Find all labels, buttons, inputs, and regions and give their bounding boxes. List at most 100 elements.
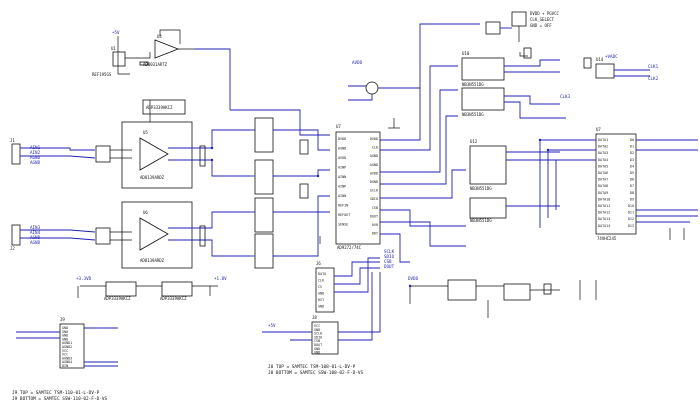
select-switch[interactable] xyxy=(485,21,501,35)
j-bottom-mid-pin-2: SCLK xyxy=(314,332,323,336)
adc-right-pin-10: OVR xyxy=(372,223,379,227)
j-mid-pin-0: DATA xyxy=(318,272,326,276)
net-vadc: +VADC xyxy=(605,54,618,59)
right-buffer-ref: U7 xyxy=(596,127,601,132)
u-ref-ref: U1 xyxy=(111,46,116,51)
j-left1-ref: J1 xyxy=(10,138,15,143)
j-mid-ref: J6 xyxy=(316,261,321,266)
j-bottom-mid-pin-7: GND xyxy=(314,351,320,355)
j-bottom-mid-pin-5: DOUT xyxy=(314,343,322,347)
rb-left-pin-7: DATA8 xyxy=(598,184,608,188)
rb-right-pin-9: D9 xyxy=(630,197,634,201)
j-left1-pin-0: AIN1 xyxy=(30,145,41,150)
right-buffer-left-pins: DATA1DATA2DATA3DATA4DATA5DATA6DATA7DATA8… xyxy=(598,138,610,228)
main-adc-part: AD9272/74C xyxy=(337,245,362,250)
amp1-part: AD8139ARDZ xyxy=(140,175,165,180)
main-adc-right-pins: DVDDCLKAGNDAGNDAVDDDGNDSCLKSDIOCSBDOUTOV… xyxy=(370,137,379,236)
clk3-part: NB3N551DG xyxy=(470,186,492,191)
j-left2-pin-3: AGND xyxy=(30,240,41,245)
j-bottom-mid-symbol xyxy=(311,321,339,355)
amp2-ref: U6 xyxy=(143,210,148,215)
rb-left-pin-5: DATA6 xyxy=(598,171,608,175)
net-clk3: CLK3 xyxy=(560,94,571,99)
filter-3 xyxy=(254,197,274,233)
diff-amp-1: U5 AD8139ARDZ ADP3339AKCZ xyxy=(121,99,250,189)
j-left1-pin-1: AIN2 xyxy=(30,150,41,155)
note-bottom-left-0: J9 TOP = SAMTEC TSM-110-01-L-DV-P xyxy=(12,390,100,396)
diff-amp-2: U6 AD8139ARDZ xyxy=(121,201,250,269)
u-amp-top-part: AD8031ARTZ xyxy=(143,62,168,67)
rb-left-pin-9: DATA10 xyxy=(598,197,610,201)
top-right-label2: CLK_SELECT xyxy=(530,17,555,22)
rb-left-pin-6: DATA7 xyxy=(598,178,608,182)
j-bottom-left-pin-6: VCC xyxy=(62,349,68,353)
u-ref-symbol xyxy=(112,51,126,67)
u-amp-top-symbol xyxy=(154,39,180,59)
clk4-symbol xyxy=(469,197,507,219)
net-avdd: AVDD xyxy=(352,60,363,65)
adc-right-pin-11: DRY xyxy=(372,232,378,236)
adc-left-pin-7: REFIN xyxy=(338,204,348,208)
net-dout: DOUT xyxy=(384,264,395,269)
j-mid-pin-4: RST xyxy=(318,298,324,302)
reference-section: REF195GS U1 U4 AD8031ARTZ xyxy=(92,29,231,110)
top-right-label3: GND = OFF xyxy=(530,23,552,28)
j-bottom-left-pin-5: AGND2 xyxy=(62,345,72,349)
u-amp-top-ref: U4 xyxy=(157,34,162,39)
j-bottom-mid-pin-3: SDIO xyxy=(314,335,322,339)
clk5-symbol xyxy=(595,63,615,79)
clk3-symbol xyxy=(469,145,507,185)
clk2-part: NB3N551DG xyxy=(462,112,484,117)
clk1-part: NB3N551DG xyxy=(462,82,484,87)
net-clk1: CLK1 xyxy=(648,64,659,69)
j-bottom-left-pin-0: GND xyxy=(62,326,68,330)
rb-right-pin-1: D1 xyxy=(630,145,634,149)
filter-1 xyxy=(254,117,274,153)
rb-right-pin-2: D2 xyxy=(630,151,634,155)
rb-right-pin-11: D11 xyxy=(628,211,634,215)
j-left1-pin-2: AGND xyxy=(30,155,41,160)
j-bottom-left-pin-9: AGND4 xyxy=(62,360,72,364)
j-left2-pin-0: AIN3 xyxy=(30,225,41,230)
adc-output-buses xyxy=(380,23,480,263)
amp1-symbol xyxy=(139,137,169,171)
j-left1-symbol xyxy=(11,143,21,165)
top-right-switch: DVDD + PGVCC CLK_SELECT GND = OFF xyxy=(485,11,559,42)
adc-right-pin-1: CLK xyxy=(372,146,379,150)
rb-left-pin-0: DATA1 xyxy=(598,138,608,142)
amp1-ref: U5 xyxy=(143,130,148,135)
j-bottom-left-pin-7: VCC xyxy=(62,353,68,357)
net-dvdd: DVDD xyxy=(408,276,419,281)
net-sdio: SDIO xyxy=(384,254,395,259)
ldo3-symbol xyxy=(105,281,137,297)
adc-left-pin-6: AINN xyxy=(338,194,346,198)
j-bottom-left-pin-10: DIN xyxy=(62,364,68,368)
clk3-ref: U12 xyxy=(470,139,478,144)
adc-right-pin-8: CSB xyxy=(372,206,378,210)
net-5v-bottom: +5V xyxy=(268,323,276,328)
bottom-right-ldo-a xyxy=(447,279,477,301)
rb-left-pin-8: DATA9 xyxy=(598,191,608,195)
rb-right-pin-10: D10 xyxy=(628,204,634,208)
clk1-symbol xyxy=(461,57,505,81)
clock-generators: U10 NB3N551DG NB3N551DG U12 NB3N551DG NB… xyxy=(461,47,650,223)
rb-left-pin-2: DATA3 xyxy=(598,151,608,155)
rb-right-pin-0: D0 xyxy=(630,138,634,142)
j-bottom-mid-ref: J8 xyxy=(312,315,317,320)
junctions xyxy=(210,138,550,288)
adc-right-pin-2: AGND xyxy=(370,154,378,158)
j-bottom-mid-pin-1: GND xyxy=(314,328,320,332)
main-adc-ref: U7 xyxy=(336,124,341,129)
clk4-part: NB3N551DG xyxy=(470,218,492,223)
adc-left-pin-0: DVDD xyxy=(338,137,346,141)
j-left1-pin-3: AGND xyxy=(30,160,41,165)
j-bottom-left-pin-3: GND xyxy=(62,337,68,341)
select-jumper[interactable] xyxy=(511,11,527,27)
filter-4 xyxy=(254,233,274,269)
adc-right-pin-4: AVDD xyxy=(370,171,378,175)
adc-left-pin-2: AVDD xyxy=(338,156,346,160)
